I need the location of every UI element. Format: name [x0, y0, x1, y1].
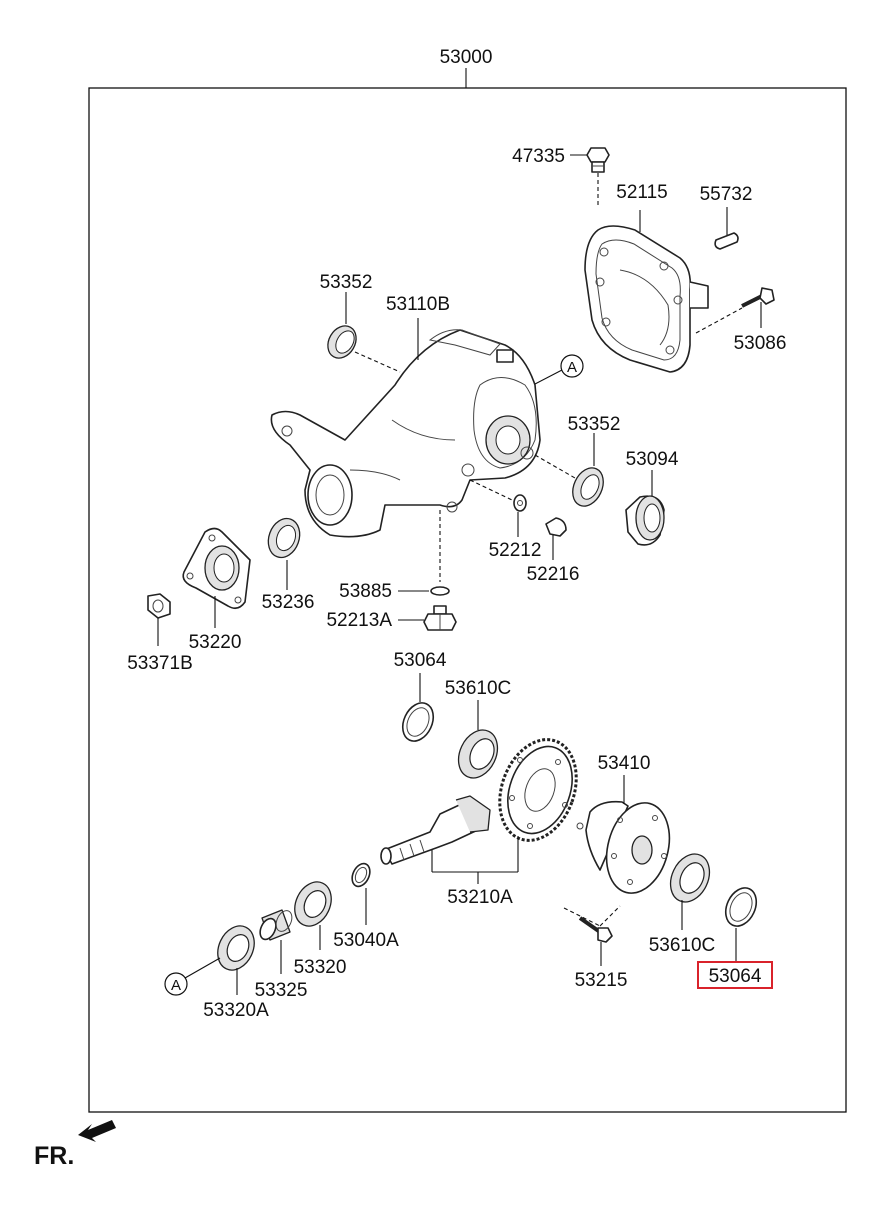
- label-53210A[interactable]: 53210A: [447, 887, 513, 908]
- carrier-housing-53110B-icon[interactable]: [270, 329, 541, 538]
- flange-53220-icon[interactable]: [182, 527, 251, 610]
- cover-52115-icon[interactable]: [584, 225, 709, 373]
- seal-53352-top-icon[interactable]: [322, 321, 362, 363]
- reference-marker-bottom-label: A: [171, 977, 181, 994]
- label-55732[interactable]: 55732: [700, 184, 753, 205]
- label-53610C-top[interactable]: 53610C: [445, 678, 512, 699]
- washer-53885-icon[interactable]: [430, 586, 450, 596]
- label-53110B[interactable]: 53110B: [386, 294, 450, 315]
- reference-marker-top: [560, 354, 584, 378]
- dash-53215-b: [599, 905, 621, 927]
- bolt-53086-icon[interactable]: [741, 287, 775, 308]
- label-53371B[interactable]: 53371B: [127, 653, 193, 674]
- bearing-53610C-bottom-icon[interactable]: [663, 848, 717, 909]
- flange-53094-icon[interactable]: [625, 495, 665, 546]
- label-53064-top[interactable]: 53064: [394, 650, 447, 671]
- plug-52213A-icon[interactable]: [423, 605, 457, 631]
- label-53320[interactable]: 53320: [294, 957, 347, 978]
- label-53410[interactable]: 53410: [598, 753, 651, 774]
- washer-52212-icon[interactable]: [513, 494, 527, 512]
- label-53885[interactable]: 53885: [339, 581, 392, 602]
- pinion-gear-53210A-icon[interactable]: [380, 795, 491, 865]
- label-53086[interactable]: 53086: [734, 333, 787, 354]
- bolt-53215-icon[interactable]: [578, 916, 613, 943]
- assembly-title: 53000: [440, 47, 493, 68]
- shim-53064-bottom-icon[interactable]: [720, 883, 762, 931]
- seal-53236-icon[interactable]: [263, 514, 305, 562]
- label-52213A[interactable]: 52213A: [326, 610, 392, 631]
- dash-53086: [695, 307, 743, 334]
- label-47335[interactable]: 47335: [512, 146, 565, 167]
- reference-marker-top-label: A: [567, 359, 577, 376]
- ring-gear-53210A-icon[interactable]: [486, 729, 589, 851]
- label-53220[interactable]: 53220: [189, 632, 242, 653]
- diff-case-53410-icon[interactable]: [576, 796, 679, 900]
- direction-label: FR.: [34, 1142, 74, 1170]
- label-52216[interactable]: 52216: [527, 564, 580, 585]
- label-53352-top[interactable]: 53352: [320, 272, 373, 293]
- pin-55732-icon[interactable]: [714, 232, 739, 250]
- bearing-53320A-icon[interactable]: [211, 920, 261, 976]
- label-52212[interactable]: 52212: [489, 540, 542, 561]
- leader-marker-a-top: [534, 369, 563, 385]
- nut-53371B-icon[interactable]: [147, 593, 171, 619]
- label-52115[interactable]: 52115: [616, 182, 667, 203]
- plug-52216-icon[interactable]: [545, 517, 567, 537]
- label-53064-bottom[interactable]: 53064: [709, 966, 762, 987]
- label-53236[interactable]: 53236: [262, 592, 315, 613]
- label-53610C-bottom[interactable]: 53610C: [649, 935, 716, 956]
- label-53094[interactable]: 53094: [626, 449, 679, 470]
- snap-ring-53040A-icon[interactable]: [349, 861, 374, 890]
- highlight-box-53064: [697, 961, 773, 989]
- bearing-53610C-top-icon[interactable]: [451, 724, 505, 785]
- label-53320A[interactable]: 53320A: [203, 1000, 269, 1021]
- front-arrow-icon: [78, 1120, 116, 1142]
- shim-53064-top-icon[interactable]: [397, 698, 439, 746]
- bolt-47335-icon[interactable]: [586, 147, 610, 173]
- reference-marker-bottom: [164, 972, 188, 996]
- label-53040A[interactable]: 53040A: [333, 930, 399, 951]
- dash-52212: [469, 479, 513, 501]
- dash-53352-top: [354, 351, 401, 373]
- label-53325[interactable]: 53325: [255, 980, 308, 1001]
- assembly-frame: [88, 87, 847, 1113]
- spacer-53325-icon[interactable]: [257, 908, 295, 942]
- leader-marker-a-bottom: [184, 957, 221, 979]
- dash-53352-right: [534, 454, 576, 479]
- label-53352-right[interactable]: 53352: [568, 414, 621, 435]
- bearing-53320-icon[interactable]: [288, 876, 338, 932]
- label-53215[interactable]: 53215: [575, 970, 628, 991]
- seal-53352-right-icon[interactable]: [567, 463, 609, 511]
